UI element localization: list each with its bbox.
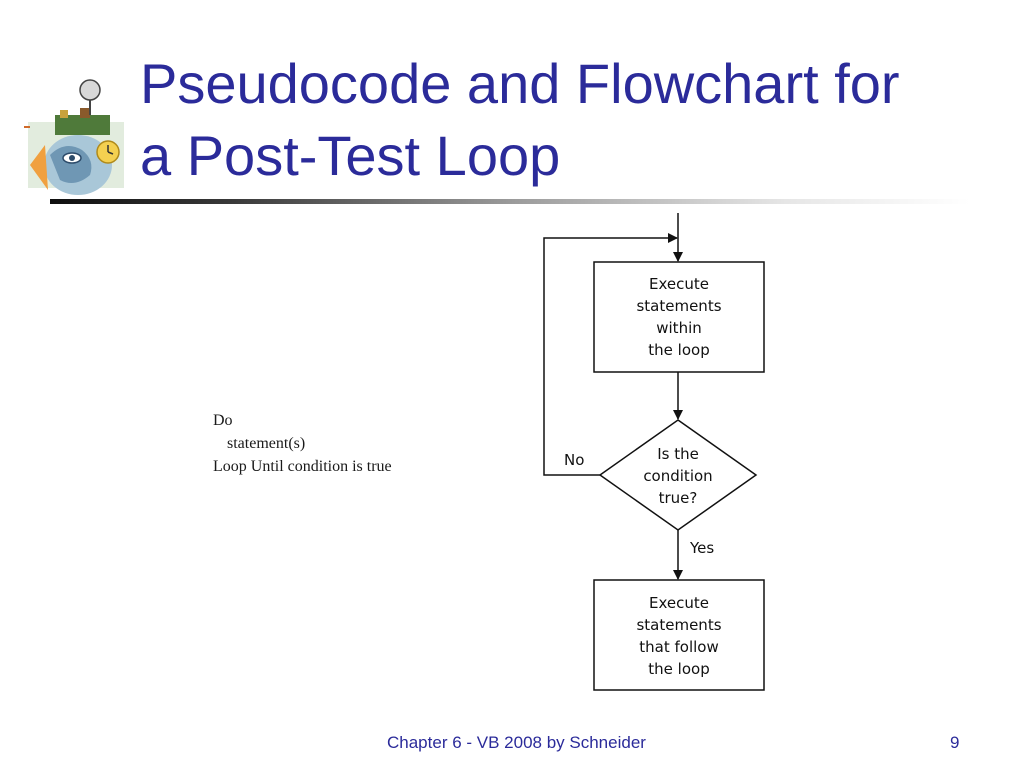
page-number: 9 [950,733,960,752]
pseudocode-block: Do statement(s) Loop Until condition is … [213,409,392,478]
post-test-loop-flowchart: Execute statements within the loop Is th… [543,213,765,691]
box2-text-line-3: that follow [639,638,718,656]
clip-art-logo [24,79,124,195]
execute-after-loop-box [593,579,765,691]
box2-text-line-4: the loop [648,660,709,678]
box1-text-line-2: statements [636,297,721,315]
decision-text-line-2: condition [643,467,712,485]
box2-text-line-2: statements [636,616,721,634]
decision-text-line-1: Is the [657,445,699,463]
no-loop-back-connector [543,233,678,476]
yes-branch-label: Yes [689,539,714,557]
pseudocode-line-loop-until: Loop Until condition is true [213,458,392,475]
execute-loop-body-box [593,261,765,373]
pseudocode-line-do: Do [213,412,233,429]
slide-title: Pseudocode and Flowchart for a Post-Test… [140,48,1010,192]
box1-text-line-1: Execute [649,275,709,293]
box2-text-line-1: Execute [649,594,709,612]
pseudocode-line-statements: statement(s) [227,435,306,452]
decision-text-line-3: true? [659,489,698,507]
box1-text-line-4: the loop [648,341,709,359]
slide-title-line-2: a Post-Test Loop [140,124,561,187]
no-branch-label: No [564,451,584,469]
slide-title-line-1: Pseudocode and Flowchart for [140,52,900,115]
title-divider [50,199,970,204]
footer-text: Chapter 6 - VB 2008 by Schneider [387,733,646,752]
box1-text-line-3: within [656,319,702,337]
